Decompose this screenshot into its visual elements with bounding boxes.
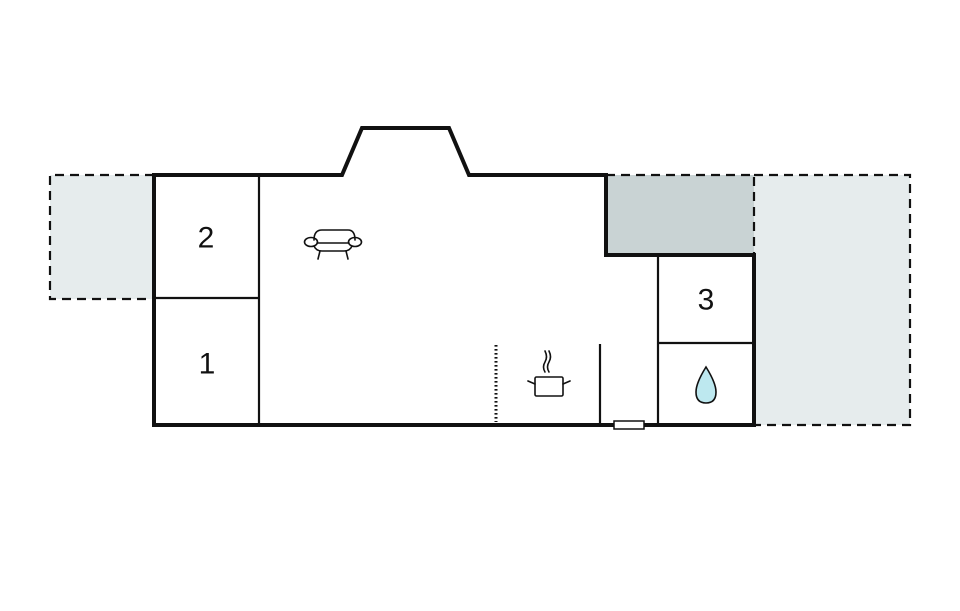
armchair-icon — [303, 229, 363, 260]
cooking-pot-icon — [527, 350, 571, 397]
room-label-2: 2 — [198, 222, 215, 255]
exterior-walls — [152, 126, 756, 427]
covered-area — [606, 173, 756, 255]
room-label-1: 1 — [199, 348, 216, 381]
interior-walls — [154, 175, 754, 425]
entrance-door[interactable] — [613, 420, 645, 430]
room-label-3: 3 — [698, 284, 715, 317]
right-terrace — [754, 173, 912, 427]
left-terrace — [48, 173, 154, 301]
water-drop-icon — [695, 365, 717, 404]
